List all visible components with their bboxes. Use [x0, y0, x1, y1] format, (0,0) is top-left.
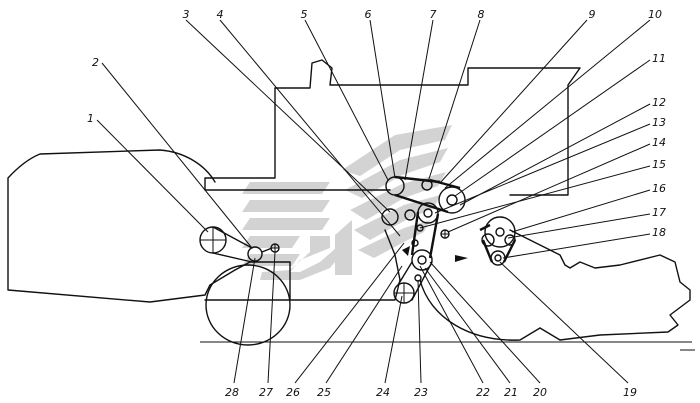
drive-components [199, 175, 517, 304]
label-5: 5 [301, 8, 308, 21]
label-20: 20 [533, 386, 547, 399]
label-27: 27 [259, 386, 273, 399]
label-13: 13 [652, 116, 666, 129]
label-23: 23 [414, 386, 428, 399]
header-outline [7, 149, 236, 303]
label-26: 26 [286, 386, 300, 399]
label-9: 9 [589, 8, 596, 21]
callout-labels: 1 2 3 4 5 6 7 8 9 10 11 12 13 14 15 16 1… [87, 8, 666, 399]
label-12: 12 [652, 96, 666, 109]
label-7: 7 [430, 8, 437, 21]
label-24: 24 [376, 386, 390, 399]
label-11: 11 [652, 52, 666, 65]
label-15: 15 [652, 158, 666, 171]
label-6: 6 [365, 8, 372, 21]
label-25: 25 [317, 386, 331, 399]
label-22: 22 [476, 386, 490, 399]
rear-body-outline [509, 229, 691, 341]
cabin-body-outline [204, 59, 581, 196]
front-wheel [205, 264, 291, 346]
label-14: 14 [652, 136, 666, 149]
label-18: 18 [652, 226, 666, 239]
label-19: 19 [623, 386, 637, 399]
label-8: 8 [478, 8, 485, 21]
leader-lines [96, 19, 651, 384]
label-10: 10 [648, 8, 662, 21]
label-1: 1 [87, 112, 94, 125]
label-28: 28 [225, 386, 239, 399]
label-2: 2 [92, 56, 99, 69]
label-16: 16 [652, 182, 666, 195]
label-4: 4 [217, 8, 224, 21]
label-3: 3 [183, 8, 190, 21]
label-21: 21 [504, 386, 518, 399]
label-17: 17 [652, 206, 666, 219]
